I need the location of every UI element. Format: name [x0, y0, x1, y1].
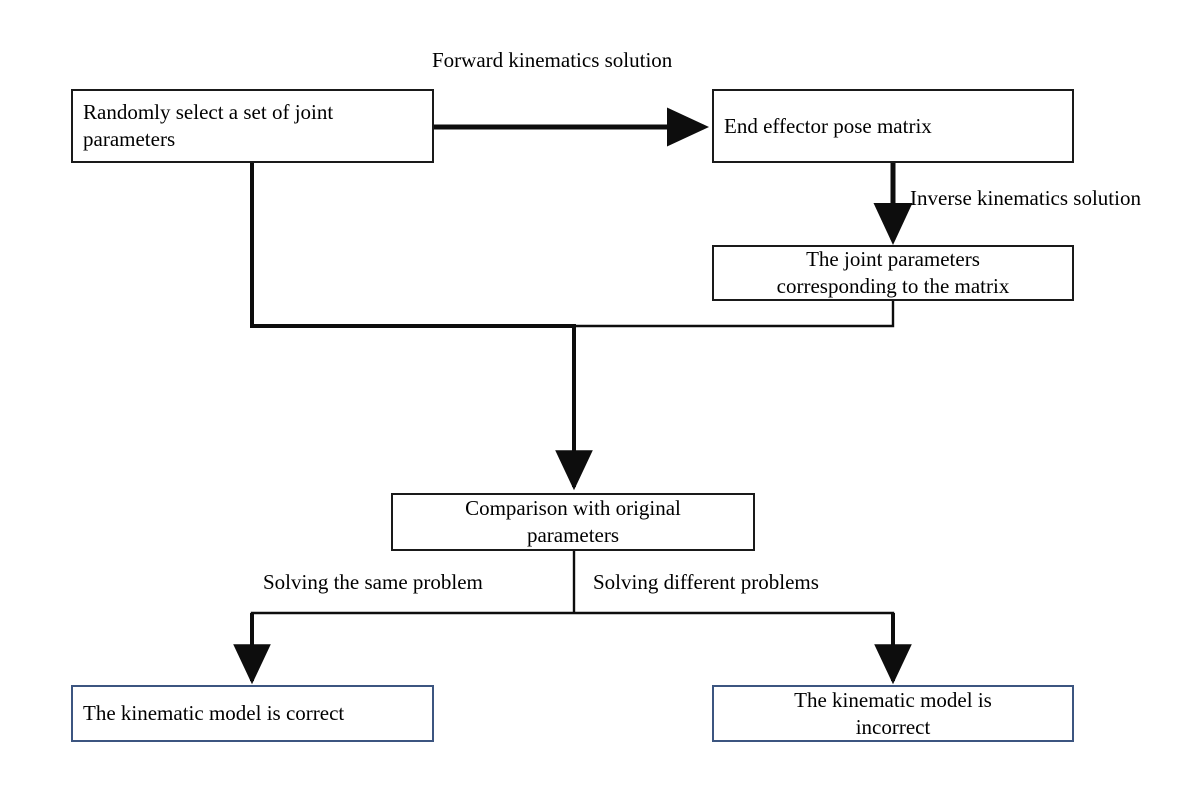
node-kinematic-model-correct[interactable]: The kinematic model is correct — [71, 685, 434, 742]
node-end-effector-pose-matrix[interactable]: End effector pose matrix — [712, 89, 1074, 163]
node-kinematic-model-incorrect[interactable]: The kinematic model is incorrect — [712, 685, 1074, 742]
node-joint-parameters-matrix[interactable]: The joint parameters corresponding to th… — [712, 245, 1074, 301]
node-comparison-with-original-parameters[interactable]: Comparison with original parameters — [391, 493, 755, 551]
connector-params-to-merge — [250, 161, 576, 328]
node-random-joint-parameters-label: Randomly select a set of joint parameter… — [83, 100, 334, 151]
node-kinematic-model-correct-label: The kinematic model is correct — [83, 701, 345, 726]
node-kinematic-model-incorrect-label: The kinematic model is incorrect — [794, 687, 992, 739]
node-joint-parameters-matrix-label: The joint parameters corresponding to th… — [776, 247, 1010, 298]
edge-label-inverse-kinematics: Inverse kinematics solution — [910, 186, 1141, 210]
node-end-effector-pose-matrix-label: End effector pose matrix — [724, 113, 932, 138]
node-random-joint-parameters[interactable]: Randomly select a set of joint parameter… — [71, 89, 434, 163]
edge-label-different-problems: Solving different problems — [593, 570, 819, 594]
node-comparison-label: Comparison with original parameters — [465, 496, 681, 547]
edge-label-same-problem: Solving the same problem — [263, 570, 483, 594]
edge-label-forward-kinematics: Forward kinematics solution — [432, 48, 673, 72]
connector-matrix-params-to-merge — [572, 299, 895, 328]
